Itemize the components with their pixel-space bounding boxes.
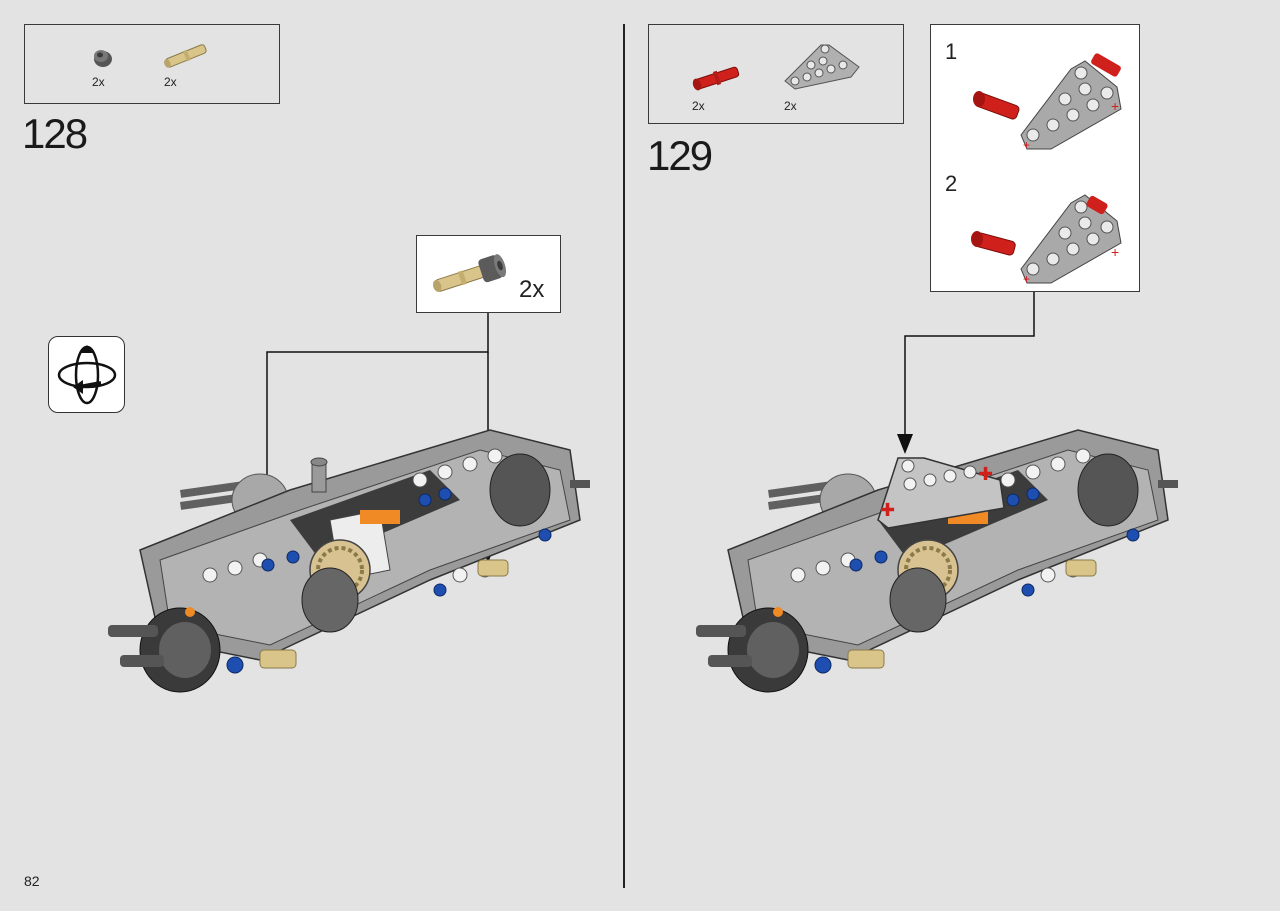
axle-pin-red-icon — [692, 66, 740, 91]
substep-number: 1 — [945, 39, 958, 64]
substep-1-illustration: + + — [973, 53, 1122, 152]
page-divider — [623, 24, 625, 888]
part-quantity: 2x — [164, 75, 177, 89]
svg-text:✚: ✚ — [880, 500, 895, 520]
page-number: 82 — [24, 873, 40, 889]
step-number: 129 — [647, 132, 713, 179]
bush-icon — [94, 50, 112, 67]
svg-text:+: + — [1111, 244, 1119, 260]
parts-list-step-129: 2x 2x — [648, 24, 904, 124]
part-quantity: 2x — [692, 99, 705, 113]
svg-text:✚: ✚ — [978, 464, 993, 484]
substep-number: 2 — [945, 171, 958, 196]
model-assembly-step-128 — [108, 429, 590, 693]
callout-quantity: 2x — [519, 276, 545, 303]
pin-with-bush-icon — [432, 254, 507, 292]
substep-box: 1 + + 2 + + — [930, 24, 1140, 292]
step-number: 128 — [22, 110, 88, 157]
axle-pin-tan-icon — [164, 44, 207, 68]
part-quantity: 2x — [92, 75, 105, 89]
parts-list-step-128: 2x 2x — [24, 24, 280, 104]
model-assembly-step-129: ✚ ✚ — [696, 429, 1178, 693]
svg-text:+: + — [1023, 272, 1030, 286]
part-quantity: 2x — [784, 99, 797, 113]
triangle-beam-icon — [784, 44, 860, 90]
svg-text:+: + — [1023, 138, 1030, 152]
svg-text:+: + — [1111, 98, 1119, 114]
callout-box: 2x — [416, 235, 561, 313]
rotate-model-icon — [48, 336, 125, 413]
substep-2-illustration: + + — [971, 194, 1122, 286]
